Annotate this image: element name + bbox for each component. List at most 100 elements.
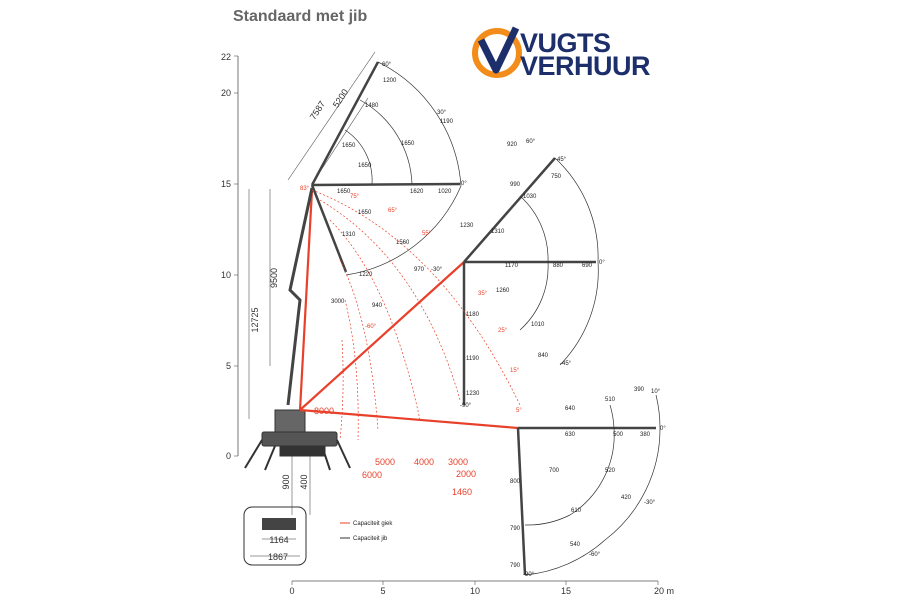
svg-text:-45°: -45° xyxy=(560,361,572,367)
jib-labels-top: 60° 1200 1480 30° 1190 1650 1650 1650 0°… xyxy=(331,62,467,309)
boom-angle-83: 83° xyxy=(300,186,310,192)
svg-text:630: 630 xyxy=(565,432,576,438)
svg-text:1310: 1310 xyxy=(342,232,356,238)
boom-cap-6000: 6000 xyxy=(362,470,382,480)
x-tick-15: 15 xyxy=(561,586,571,596)
svg-text:1190: 1190 xyxy=(466,356,480,362)
svg-text:510: 510 xyxy=(605,397,616,403)
dim-400: 400 xyxy=(299,474,309,489)
svg-text:0°: 0° xyxy=(660,426,666,432)
boom-angle-minus60: -60° xyxy=(365,324,377,330)
footprint-inset: 1164 1867 xyxy=(243,506,307,566)
jib-labels-low: 390 10° 640 510 0° 630 500 380 700 520 4… xyxy=(510,387,666,578)
jib-capacity-arcs xyxy=(344,61,661,576)
svg-text:60°: 60° xyxy=(382,62,392,68)
svg-text:1310: 1310 xyxy=(491,229,505,235)
svg-text:1260: 1260 xyxy=(496,288,510,294)
svg-text:750: 750 xyxy=(551,174,562,180)
legend: Capaciteit giek Capaciteit jib xyxy=(340,521,393,542)
main-boom xyxy=(298,189,519,430)
boom-cap-4000: 4000 xyxy=(414,457,434,467)
y-tick-5: 5 xyxy=(226,361,231,371)
x-axis: 0 5 10 15 20 m xyxy=(289,580,674,596)
dim-900: 900 xyxy=(281,474,291,489)
boom-angle-35: 35° xyxy=(478,291,488,297)
svg-text:-30°: -30° xyxy=(431,267,443,273)
dimension-lines xyxy=(248,51,376,515)
svg-text:640: 640 xyxy=(565,406,576,412)
boom-angle-75: 75° xyxy=(350,194,360,200)
svg-text:-90°: -90° xyxy=(460,403,472,409)
svg-text:700: 700 xyxy=(549,468,560,474)
svg-text:0°: 0° xyxy=(599,260,605,266)
y-tick-0: 0 xyxy=(226,451,231,461)
boom-angle-25: 25° xyxy=(498,328,508,334)
boom-cap-3000: 3000 xyxy=(448,457,468,467)
dim-5200: 5200 xyxy=(331,87,350,109)
legend-boom: Capaciteit giek xyxy=(353,521,393,527)
crane-base xyxy=(244,409,351,471)
boom-angle-5: 5° xyxy=(516,408,522,414)
boom-cap-2000: 2000 xyxy=(456,469,476,479)
svg-text:1620: 1620 xyxy=(410,189,424,195)
svg-text:1170: 1170 xyxy=(505,263,519,269)
svg-text:-60°: -60° xyxy=(589,552,601,558)
svg-text:1650: 1650 xyxy=(342,143,356,149)
svg-text:790: 790 xyxy=(510,563,521,569)
dim-7587: 7587 xyxy=(308,99,327,121)
x-tick-20: 20 m xyxy=(654,586,674,596)
svg-text:880: 880 xyxy=(553,263,564,269)
svg-text:-30°: -30° xyxy=(644,500,656,506)
svg-text:-90°: -90° xyxy=(523,572,535,578)
svg-text:45°: 45° xyxy=(557,157,567,163)
x-tick-10: 10 xyxy=(470,586,480,596)
jib-labels-mid: 920 60° 45° 750 990 1030 0° 1230 1310 11… xyxy=(460,139,605,409)
y-axis: 0 5 10 15 20 22 xyxy=(221,52,239,461)
svg-text:1020: 1020 xyxy=(438,189,452,195)
y-tick-10: 10 xyxy=(221,270,231,280)
svg-text:380: 380 xyxy=(640,432,651,438)
boom-angle-15: 15° xyxy=(510,368,520,374)
svg-text:690: 690 xyxy=(582,263,593,269)
svg-text:1230: 1230 xyxy=(466,391,480,397)
boom-cap-8000: 8000 xyxy=(314,406,334,416)
logo-line1: VUGTS xyxy=(520,28,611,58)
svg-text:520: 520 xyxy=(605,468,616,474)
boom-cap-1460: 1460 xyxy=(452,487,472,497)
svg-text:1560: 1560 xyxy=(396,240,410,246)
svg-text:1650: 1650 xyxy=(358,163,372,169)
boom-cap-5000: 5000 xyxy=(375,457,395,467)
svg-text:610: 610 xyxy=(571,508,582,514)
svg-text:500: 500 xyxy=(613,432,624,438)
svg-text:540: 540 xyxy=(570,542,581,548)
svg-text:1650: 1650 xyxy=(358,210,372,216)
boom-capacity-curves xyxy=(311,189,521,441)
x-tick-5: 5 xyxy=(380,586,385,596)
dim-1867: 1867 xyxy=(268,552,288,562)
svg-text:1650: 1650 xyxy=(337,189,351,195)
x-tick-0: 0 xyxy=(289,586,294,596)
y-tick-15: 15 xyxy=(221,179,231,189)
svg-text:10°: 10° xyxy=(651,389,661,395)
page-title: Standaard met jib xyxy=(233,8,368,25)
y-tick-20: 20 xyxy=(221,88,231,98)
svg-text:790: 790 xyxy=(510,526,521,532)
svg-text:1010: 1010 xyxy=(531,322,545,328)
svg-text:390: 390 xyxy=(634,387,645,393)
main-boom-body xyxy=(286,187,314,406)
svg-text:1230: 1230 xyxy=(460,223,474,229)
svg-text:1200: 1200 xyxy=(383,78,397,84)
svg-text:420: 420 xyxy=(621,495,632,501)
svg-text:920: 920 xyxy=(507,142,518,148)
legend-jib: Capaciteit jib xyxy=(353,536,388,542)
svg-text:0°: 0° xyxy=(461,181,467,187)
svg-text:30°: 30° xyxy=(437,110,447,116)
svg-text:800: 800 xyxy=(510,479,521,485)
svg-text:1650: 1650 xyxy=(401,141,415,147)
logo-line2: VERHUUR xyxy=(520,51,651,81)
dim-9500: 9500 xyxy=(269,268,279,288)
svg-text:1030: 1030 xyxy=(523,194,537,200)
svg-text:1220: 1220 xyxy=(359,272,373,278)
dim-1164: 1164 xyxy=(269,535,288,545)
